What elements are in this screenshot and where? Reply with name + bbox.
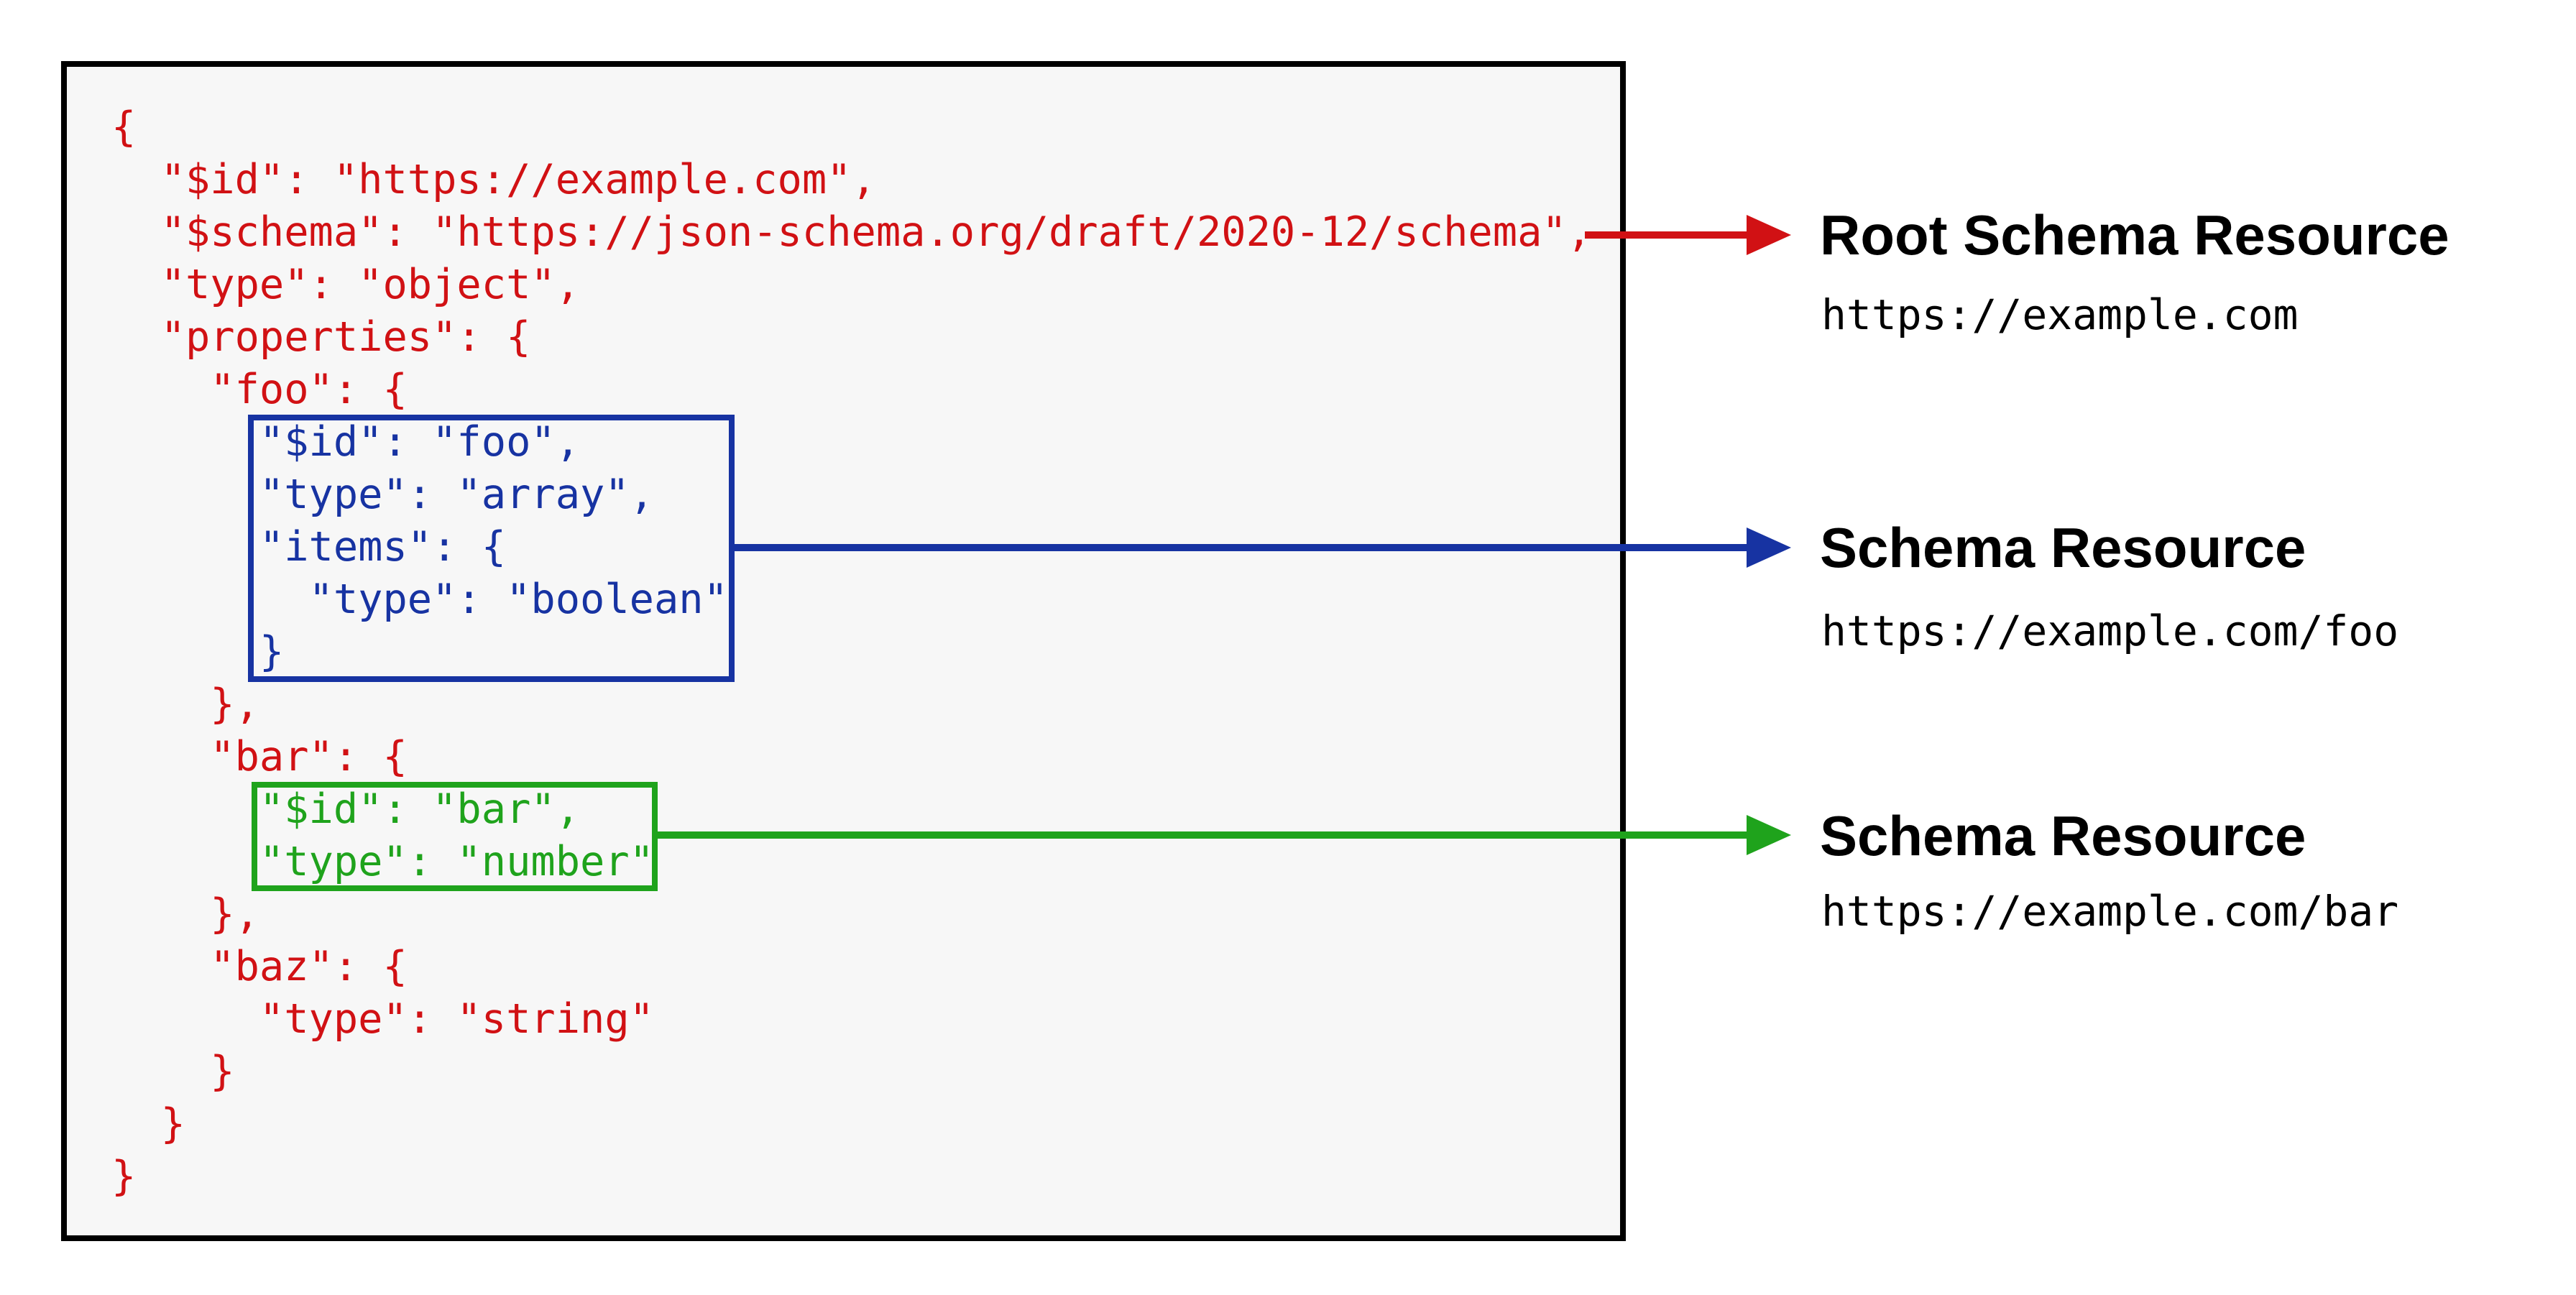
code-line-19: }	[111, 1048, 235, 1095]
arrowhead-icon	[1747, 815, 1791, 855]
arrowhead-icon	[1747, 527, 1791, 568]
code-line-1: {	[111, 103, 137, 151]
code-line-10: "type": "boolean"	[111, 576, 728, 623]
bar-schema-url: https://example.com/bar	[1821, 887, 2399, 936]
code-line-20: }	[111, 1100, 185, 1148]
foo-schema-label: Schema Resource	[1820, 516, 2306, 579]
json-schema-code: { "$id": "https://example.com", "$schema…	[111, 101, 1591, 1203]
code-line-8: "type": "array",	[111, 471, 654, 518]
schema-document-box	[61, 61, 1626, 1241]
foo-schema-arrow-line	[732, 544, 1747, 551]
code-line-12: },	[111, 681, 259, 728]
root-schema-url: https://example.com	[1821, 290, 2299, 339]
code-line-9: "items": {	[111, 523, 507, 571]
code-line-3: "$schema": "https://json-schema.org/draf…	[111, 208, 1592, 256]
code-line-13: "bar": {	[111, 733, 408, 780]
code-line-4: "type": "object",	[111, 261, 581, 308]
code-line-21: }	[111, 1153, 137, 1200]
bar-schema-label: Schema Resource	[1820, 804, 2306, 867]
code-line-17: "baz": {	[111, 943, 408, 990]
bar-schema-resource-box	[252, 782, 658, 891]
code-line-2: "$id": "https://example.com",	[111, 156, 876, 203]
root-schema-arrow-line	[1585, 231, 1747, 239]
code-line-11: }	[111, 628, 285, 676]
arrowhead-icon	[1747, 215, 1791, 255]
root-schema-label: Root Schema Resource	[1820, 203, 2450, 267]
code-line-5: "properties": {	[111, 313, 531, 361]
code-line-15: "type": "number"	[111, 838, 654, 885]
code-line-14: "$id": "bar",	[111, 785, 581, 833]
bar-schema-arrow-line	[656, 831, 1747, 839]
code-line-7: "$id": "foo",	[111, 418, 581, 466]
foo-schema-url: https://example.com/foo	[1821, 607, 2399, 655]
code-line-18: "type": "string"	[111, 995, 654, 1043]
code-line-6: "foo": {	[111, 366, 408, 413]
code-line-16: },	[111, 890, 259, 938]
